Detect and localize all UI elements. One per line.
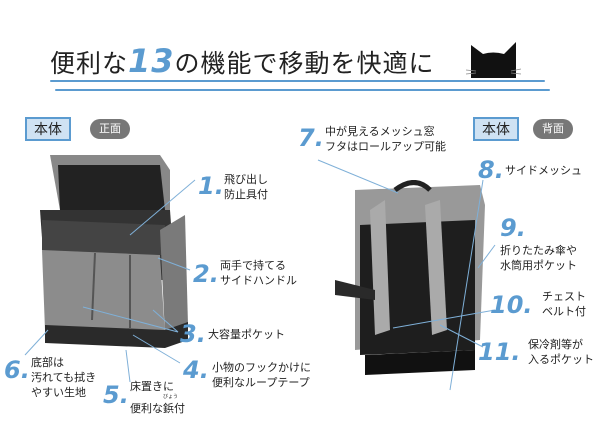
feature-5-text: 床置きに便利な鋲付	[130, 379, 185, 416]
feature-2-number: 2.	[193, 260, 219, 288]
feature-1-text: 飛び出し防止具付	[224, 172, 268, 202]
feature-11-number: 11.	[478, 338, 521, 366]
feature-line: フタはロールアップ可能	[325, 140, 446, 153]
feature-3-text: 大容量ポケット	[208, 327, 285, 342]
feature-5-number: 5.	[103, 381, 129, 409]
back-body-tag: 本体	[473, 117, 519, 141]
feature-5-ruby: びょう	[163, 394, 179, 400]
title-prefix: 便利な	[50, 49, 129, 78]
feature-line: 両手で持てる	[220, 259, 286, 272]
feature-4-number: 4.	[183, 356, 209, 384]
feature-line: 底部は	[31, 356, 64, 369]
feature-8-number: 8.	[478, 156, 504, 184]
feature-1: 1.	[198, 174, 224, 198]
feature-7-number: 7.	[298, 124, 324, 152]
feature-line: 中が見えるメッシュ窓	[325, 125, 435, 138]
title-suffix: の機能で移動を快適に	[174, 49, 435, 78]
feature-2-text: 両手で持てるサイドハンドル	[220, 258, 297, 288]
feature-line: 大容量ポケット	[208, 328, 285, 341]
feature-6-number: 6.	[4, 356, 30, 384]
front-view-badge: 正面	[90, 119, 130, 139]
feature-line: 折りたたみ傘や	[500, 244, 577, 257]
feature-line: 小物のフックかけに	[212, 361, 311, 374]
feature-line: 保冷剤等が	[528, 338, 583, 351]
feature-10-number: 10.	[490, 291, 533, 319]
feature-line: サイドメッシュ	[505, 164, 582, 177]
feature-3-number: 3.	[180, 320, 206, 348]
feature-line: 汚れても拭き	[31, 371, 97, 384]
back-backpack-image	[335, 180, 485, 375]
page-title: 便利な13の機能で移動を快適に	[50, 42, 435, 80]
feature-line: 防止具付	[224, 188, 268, 201]
title-underline	[50, 80, 545, 82]
feature-7-text: 中が見えるメッシュ窓フタはロールアップ可能	[325, 124, 446, 154]
feature-8-text: サイドメッシュ	[505, 163, 582, 178]
back-view-badge: 背面	[533, 119, 573, 139]
front-body-tag: 本体	[25, 117, 71, 141]
feature-9-number: 9.	[500, 214, 526, 242]
feature-number: 1.	[198, 172, 224, 200]
feature-10-text: チェストベルト付	[542, 289, 586, 319]
front-backpack-image	[40, 155, 188, 348]
feature-11-text: 保冷剤等が入るポケット	[528, 337, 594, 367]
feature-line: チェスト	[542, 290, 586, 303]
feature-line: ベルト付	[542, 305, 586, 318]
feature-line: 水筒用ポケット	[500, 259, 577, 272]
feature-line: サイドハンドル	[220, 274, 297, 287]
black-cat-icon	[466, 42, 521, 78]
feature-line: 入るポケット	[528, 353, 594, 366]
feature-line: 便利な鋲付	[130, 402, 185, 415]
feature-6-text: 底部は汚れても拭きやすい生地	[31, 355, 96, 400]
feature-line: 床置きに	[130, 380, 174, 393]
feature-line: 飛び出し	[224, 173, 268, 186]
feature-4-text: 小物のフックかけに便利なループテープ	[212, 360, 311, 390]
feature-9-text: 折りたたみ傘や水筒用ポケット	[500, 243, 577, 273]
title-number: 13	[128, 42, 175, 80]
feature-line: 便利なループテープ	[212, 376, 310, 389]
feature-line: やすい生地	[31, 386, 86, 399]
title-underline-2	[55, 89, 550, 91]
